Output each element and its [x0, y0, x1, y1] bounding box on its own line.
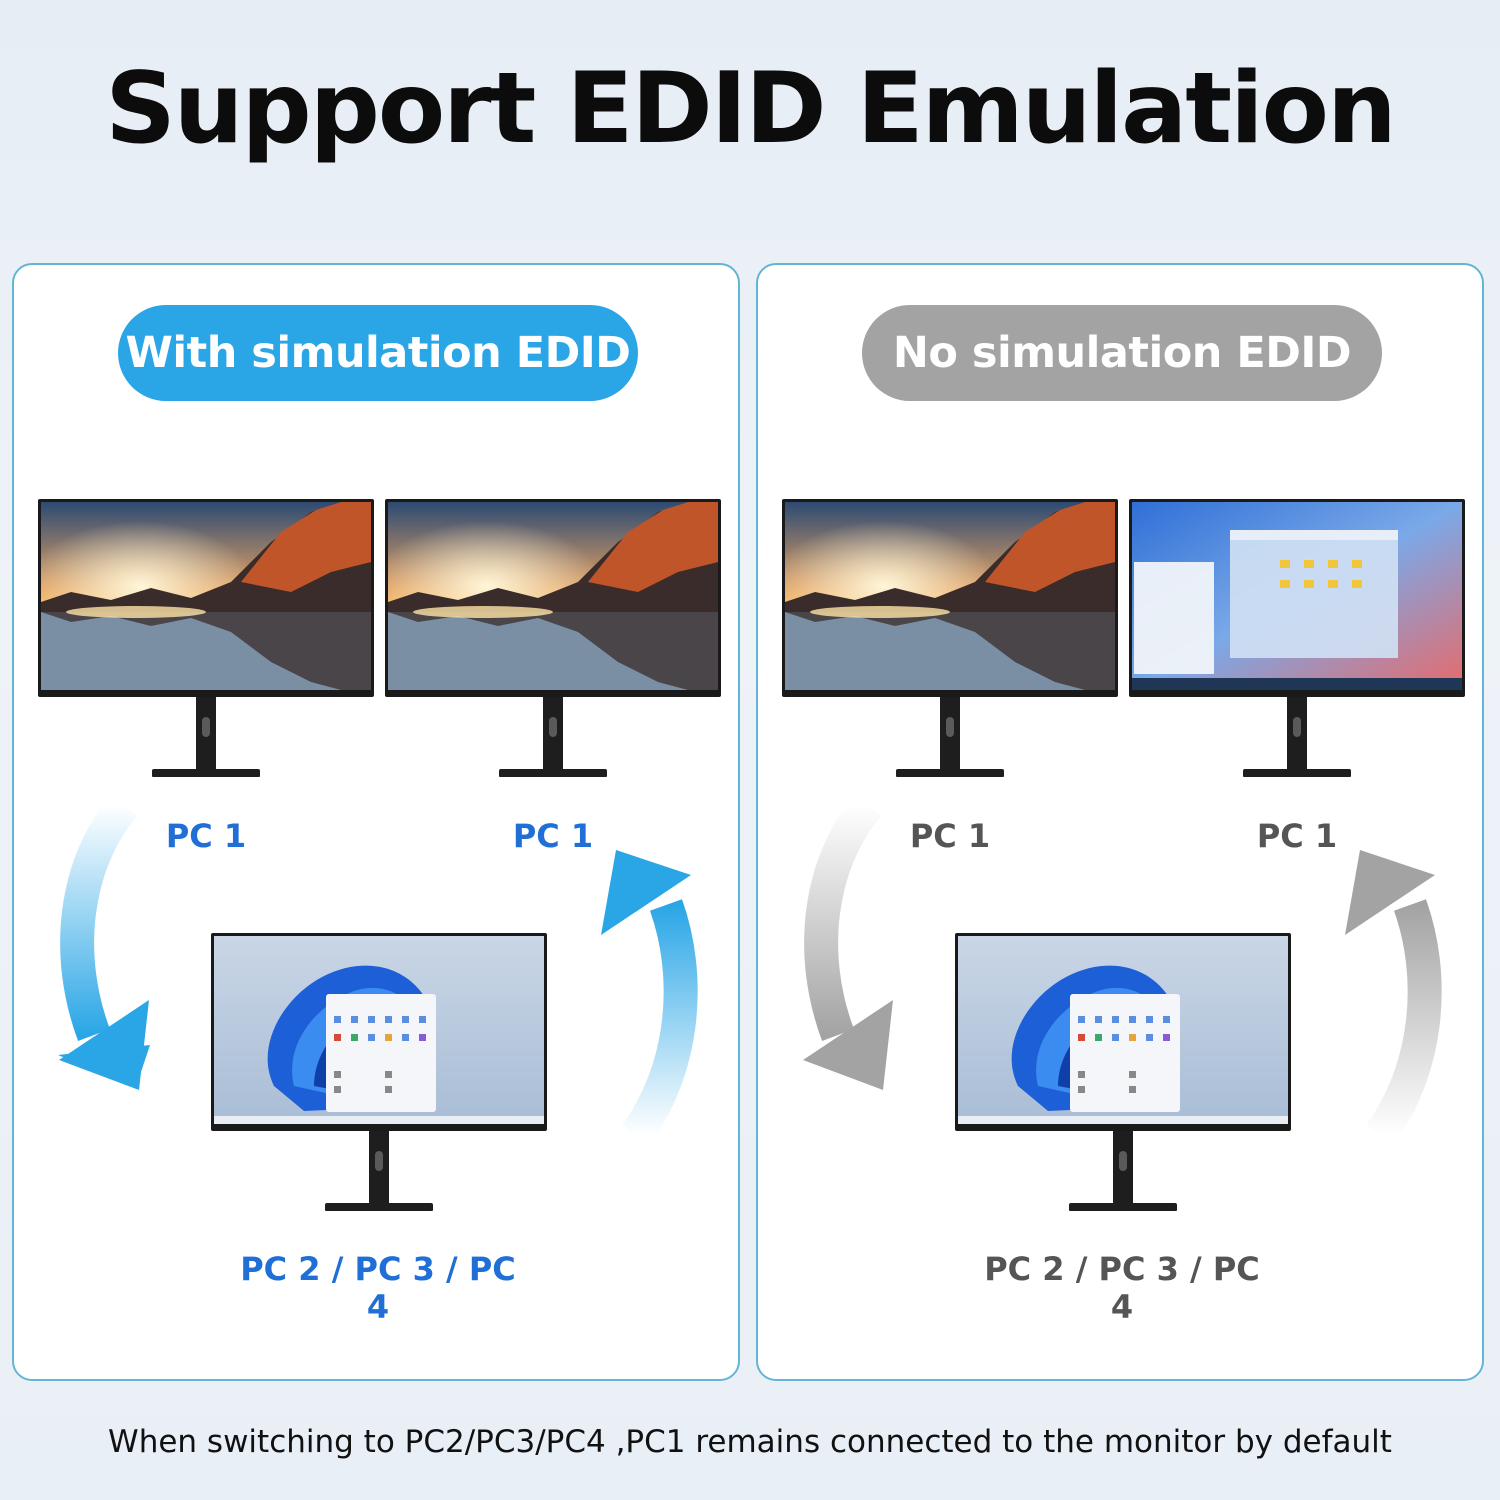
monitor-base	[896, 769, 1004, 777]
page-title: Support EDID Emulation	[105, 52, 1397, 166]
monitor-base	[325, 1203, 433, 1211]
pc1-label-right: PC 1	[1256, 817, 1338, 855]
pc1-label-right: PC 1	[512, 817, 594, 855]
landscape-wallpaper	[785, 502, 1115, 690]
with-simulation-panel: With simulation EDID PC 1 PC 1 PC 2	[12, 263, 740, 1381]
pc2-pc3-pc4-label: PC 2 / PC 3 / PC 4	[240, 1250, 516, 1326]
monitor-base	[152, 769, 260, 777]
monitor-top-right	[385, 499, 721, 777]
pc1-label-left: PC 1	[165, 817, 247, 855]
monitor-bottom	[211, 933, 547, 1211]
stand-slot	[549, 717, 557, 737]
footer-note: When switching to PC2/PC3/PC4 ,PC1 remai…	[108, 1424, 1392, 1460]
stand-slot	[1119, 1151, 1127, 1171]
desktop-wallpaper	[1132, 502, 1462, 690]
pc2-pc3-pc4-label: PC 2 / PC 3 / PC 4	[984, 1250, 1260, 1326]
monitor-top-left	[38, 499, 374, 777]
stand-slot	[375, 1151, 383, 1171]
monitor-screen	[1129, 499, 1465, 697]
landscape-wallpaper	[41, 502, 371, 690]
with-simulation-pill: With simulation EDID	[118, 305, 638, 401]
arrow-down-icon	[803, 805, 893, 1090]
no-simulation-pill: No simulation EDID	[862, 305, 1382, 401]
monitor-screen	[385, 499, 721, 697]
arrow-up-icon	[601, 850, 698, 1135]
windows11-desktop	[958, 936, 1288, 1124]
monitor-base	[499, 769, 607, 777]
monitor-bottom	[955, 933, 1291, 1211]
stand-slot	[202, 717, 210, 737]
no-simulation-panel: No simulation EDID PC 1 PC 1 PC 2 / PC 3	[756, 263, 1484, 1381]
windows11-desktop	[214, 936, 544, 1124]
stand-slot	[1293, 717, 1301, 737]
monitor-base	[1069, 1203, 1177, 1211]
monitor-screen	[211, 933, 547, 1131]
monitor-top-left	[782, 499, 1118, 777]
arrow-down-icon	[58, 805, 150, 1090]
monitor-screen	[782, 499, 1118, 697]
monitor-screen	[955, 933, 1291, 1131]
stand-slot	[946, 717, 954, 737]
landscape-wallpaper	[388, 502, 718, 690]
monitor-top-right	[1129, 499, 1465, 777]
monitor-base	[1243, 769, 1351, 777]
monitor-screen	[38, 499, 374, 697]
arrow-up-icon	[1345, 850, 1442, 1135]
pc1-label-left: PC 1	[909, 817, 991, 855]
